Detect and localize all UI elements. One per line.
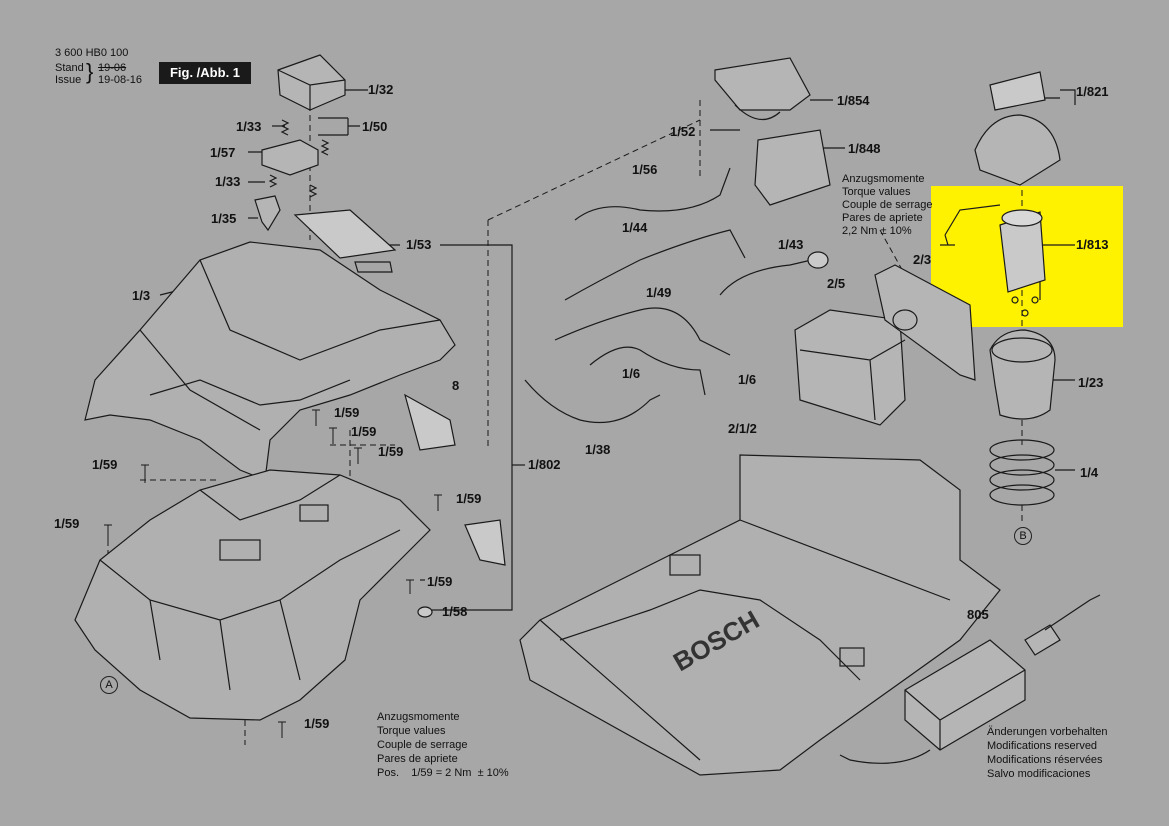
part-label-2-1-2: 2/1/2: [728, 421, 757, 436]
modifications-line: Modifications réservées: [987, 754, 1103, 766]
figure-label: Fig. /Abb. 1: [159, 62, 251, 84]
part-label-1-23: 1/23: [1078, 375, 1104, 390]
part-label-805: 805: [967, 607, 989, 622]
part-label-1-813: 1/813: [1076, 237, 1109, 252]
torque-line: Pares de apriete: [842, 212, 923, 224]
part-label-2-3: 2/3: [913, 252, 932, 267]
modifications-line: Modifications reserved: [987, 740, 1098, 752]
stand-value: 19-06: [98, 62, 127, 74]
part-label-1-3: 1/3: [132, 288, 151, 303]
torque-line: Pares de apriete: [377, 753, 458, 765]
part-label-1-59: 1/59: [54, 516, 80, 531]
part-label-1-59: 1/59: [92, 457, 118, 472]
issue-label: Issue: [55, 74, 82, 86]
part-label-1-854: 1/854: [837, 93, 870, 108]
torque-line: Anzugsmomente: [842, 173, 925, 185]
stand-label: Stand: [55, 62, 84, 74]
part-label-1-43: 1/43: [778, 237, 804, 252]
torque-note-bottom: Anzugsmomente Torque values Couple de se…: [377, 710, 509, 780]
doc-number: 3 600 HB0 100: [55, 47, 129, 59]
part-label-1-59: 1/59: [304, 716, 330, 731]
part-label-1-56: 1/56: [632, 162, 658, 177]
torque-note-top: Anzugsmomente Torque values Couple de se…: [842, 173, 933, 238]
part-label-1-59: 1/59: [378, 444, 404, 459]
torque-line: Anzugsmomente: [377, 711, 460, 723]
torque-line: Torque values: [842, 186, 911, 198]
part-label-1-59: 1/59: [456, 491, 482, 506]
part-label-1-59: 1/59: [334, 405, 360, 420]
torque-line: Torque values: [377, 725, 446, 737]
issue-value: 19-08-16: [98, 74, 143, 86]
part-label-1-44: 1/44: [622, 220, 648, 235]
part-label-1-50: 1/50: [362, 119, 388, 134]
brace: }: [86, 59, 94, 84]
part-label-1-6: 1/6: [622, 366, 641, 381]
part-label-1-59: 1/59: [351, 424, 377, 439]
part-label-1-32: 1/32: [368, 82, 394, 97]
part-label-1-821: 1/821: [1076, 84, 1109, 99]
part-label-1-52: 1/52: [670, 124, 696, 139]
part-label-1-53: 1/53: [406, 237, 432, 252]
part-label-1-802: 1/802: [528, 457, 561, 472]
part-label-1-58: 1/58: [442, 604, 468, 619]
torque-line: 2,2 Nm ± 10%: [842, 225, 912, 237]
part-label-2-5: 2/5: [827, 276, 846, 291]
torque-line: Couple de serrage: [842, 199, 933, 211]
modifications-note: Änderungen vorbehalten Modifications res…: [987, 725, 1107, 781]
part-label-1-848: 1/848: [848, 141, 881, 156]
marker-b: B: [1014, 527, 1032, 545]
part-label-1-6-b: 1/6: [738, 372, 757, 387]
modifications-line: Salvo modificaciones: [987, 768, 1091, 780]
torque-line: Pos. 1/59 = 2 Nm ± 10%: [377, 767, 509, 779]
part-label-1-57: 1/57: [210, 145, 236, 160]
part-label-1-49: 1/49: [646, 285, 672, 300]
modifications-line: Änderungen vorbehalten: [987, 726, 1108, 738]
marker-a: A: [100, 676, 118, 694]
part-label-1-38: 1/38: [585, 442, 611, 457]
part-label-1-33-b: 1/33: [215, 174, 241, 189]
part-label-1-35: 1/35: [211, 211, 237, 226]
torque-line: Couple de serrage: [377, 739, 468, 751]
part-label-1-59: 1/59: [427, 574, 453, 589]
part-label-1-4: 1/4: [1080, 465, 1099, 480]
part-label-8: 8: [452, 378, 460, 393]
part-label-1-33: 1/33: [236, 119, 262, 134]
